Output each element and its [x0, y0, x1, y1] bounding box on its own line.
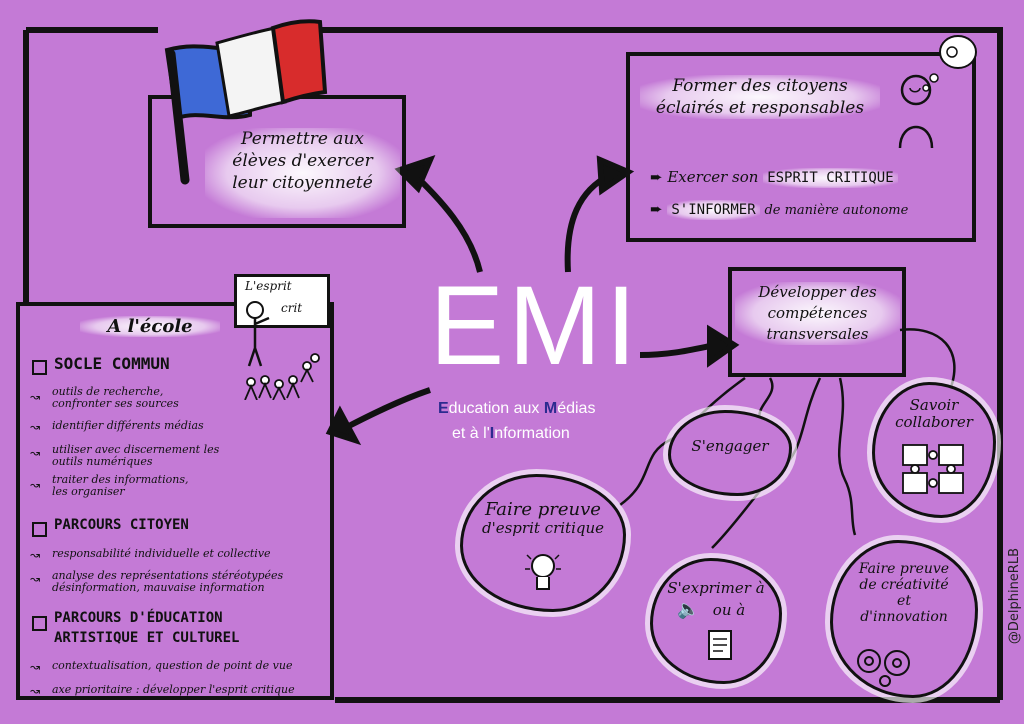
cloud-exprimer-label: S'exprimer à ou à [653, 577, 779, 621]
emi-title: EMI [429, 263, 641, 388]
cloud-critique-line1: Faire preuve [485, 499, 601, 520]
connector-creativite [837, 377, 857, 536]
flag-box-line3: leur citoyenneté [232, 173, 373, 193]
peac-heading-line1: PARCOURS D'ÉDUCATION [54, 610, 223, 626]
citizens-item-1-pre: Exercer son [667, 168, 759, 186]
citizens-title-line2: éclairés et responsables [655, 98, 865, 118]
blackboard: L'esprit crit [234, 274, 330, 328]
citizens-item-2-post: de manière autonome [764, 203, 909, 218]
cloud-creativite: Faire preuve de créativité et d'innovati… [830, 540, 978, 698]
connector-collaborer [899, 328, 956, 391]
cloud-engager: S'engager [668, 410, 792, 496]
arrow-icon: ↝ [30, 390, 41, 404]
socle-item-3: utiliser avec discernement les outils nu… [52, 443, 220, 468]
connector-engager [758, 377, 774, 421]
arrow-icon: ↝ [30, 478, 41, 492]
flag-icon [164, 19, 328, 185]
skills-box [728, 267, 906, 377]
citizens-box [626, 52, 976, 242]
arrow-icon: ↝ [30, 446, 41, 460]
arrow-icon: ↝ [30, 548, 41, 562]
arrow-icon: ↝ [30, 420, 41, 434]
emi-letter-e: E [438, 400, 449, 417]
arrow-to-flag-box [394, 155, 483, 273]
cloud-creativite-line4: d'innovation [860, 609, 948, 625]
pointer-icon: ➨ [650, 200, 663, 218]
cloud-critique-label: Faire preuve d'esprit critique [463, 499, 623, 538]
document-icon [708, 630, 732, 660]
cloud-exprimer-line2: ou à [712, 601, 746, 619]
puzzle-icon [902, 444, 964, 494]
citizens-item-2: ➨ S'INFORMER de manière autonome [650, 200, 909, 220]
school-title: A l'école [80, 316, 220, 337]
parcours-citoyen-heading: PARCOURS CITOYEN [54, 517, 189, 533]
skills-title-line3: transversales [766, 325, 869, 343]
socle-item-2: identifier différents médias [52, 419, 204, 432]
flag-box-text: Permettre aux élèves d'exercer leur cito… [205, 128, 400, 218]
blackboard-line2: crit [281, 301, 303, 315]
skills-title-line2: compétences [767, 304, 868, 322]
cloud-creativite-label: Faire preuve de créativité et d'innovati… [833, 561, 975, 625]
emi-subtitle-part-d: nformation [494, 425, 570, 442]
citoyen-item-1: responsabilité individuelle et collectiv… [52, 547, 271, 560]
idea-bulb-icon [525, 554, 561, 590]
citizens-item-1: ➨ Exercer son ESPRIT CRITIQUE [650, 168, 898, 188]
arrow-icon: ↝ [30, 660, 41, 674]
peac-item-2: axe prioritaire : développer l'esprit cr… [52, 683, 295, 696]
cloud-esprit-critique: Faire preuve d'esprit critique [460, 474, 626, 612]
cloud-creativite-line2: de créativité [859, 577, 949, 593]
speaker-icon: 🔈 [677, 599, 700, 620]
socle-item-4: traiter des informations, les organiser [52, 473, 189, 498]
pointer-icon: ➨ [650, 168, 663, 186]
cloud-collaborer-label: Savoir collaborer [875, 397, 993, 431]
socle-commun-heading: SOCLE COMMUN [54, 354, 170, 373]
flag-box-line2: élèves d'exercer [232, 151, 373, 171]
cloud-collaborer-line2: collaborer [895, 413, 973, 431]
citizens-title: Former des citoyens éclairés et responsa… [640, 75, 880, 119]
arrow-icon: ↝ [30, 684, 41, 698]
cloud-collaborer-line1: Savoir [909, 396, 959, 414]
arrow-to-skills-box [639, 324, 740, 368]
cloud-engager-label: S'engager [691, 437, 769, 455]
lightbulb-icon [898, 35, 977, 149]
flag-box-line1: Permettre aux [241, 129, 364, 149]
classroom-people-icon [244, 301, 320, 400]
cloud-critique-line2: d'esprit critique [482, 519, 604, 537]
skills-title-line1: Développer des [758, 283, 877, 301]
checkbox-socle-commun [32, 360, 47, 375]
cloud-creativite-line3: et [897, 593, 911, 609]
emi-subtitle-line1: Education aux Médias [438, 400, 678, 418]
peac-heading-line2: ARTISTIQUE ET CULTUREL [54, 630, 240, 646]
emi-letter-m: M [543, 400, 558, 417]
school-box [16, 302, 334, 700]
author-watermark: @DelphineRLB [1007, 548, 1022, 645]
citizens-title-line1: Former des citoyens [672, 76, 848, 96]
arrow-to-citizens-box [564, 155, 635, 273]
emi-subtitle-part-c: et à l' [452, 425, 490, 442]
socle-item-1: outils de recherche, confronter ses sour… [52, 385, 179, 410]
emi-subtitle-part-b: édias [557, 400, 596, 417]
citizens-item-2-highlight: S'INFORMER [667, 200, 760, 220]
emi-subtitle-line2: et à l'Information [452, 425, 692, 443]
blackboard-line1: L'esprit [245, 279, 292, 293]
cloud-creativite-line1: Faire preuve [858, 561, 950, 577]
gears-icon [857, 649, 910, 687]
cloud-collaborer: Savoir collaborer [872, 382, 996, 518]
checkbox-parcours-peac [32, 616, 47, 631]
emi-subtitle-part-a: ducation aux [448, 400, 544, 417]
cloud-exprimer: S'exprimer à ou à 🔈 [650, 558, 782, 684]
checkbox-parcours-citoyen [32, 522, 47, 537]
arrow-to-school-box [325, 387, 431, 446]
citizens-item-1-highlight: ESPRIT CRITIQUE [763, 168, 898, 188]
citoyen-item-2: analyse des représentations stéréotypées… [52, 569, 284, 594]
cloud-exprimer-line1: S'exprimer à [667, 579, 765, 597]
peac-item-1: contextualisation, question de point de … [52, 659, 293, 672]
skills-title: Développer des compétences transversales [735, 282, 900, 345]
emi-letter-i: I [489, 425, 495, 442]
arrow-icon: ↝ [30, 572, 41, 586]
